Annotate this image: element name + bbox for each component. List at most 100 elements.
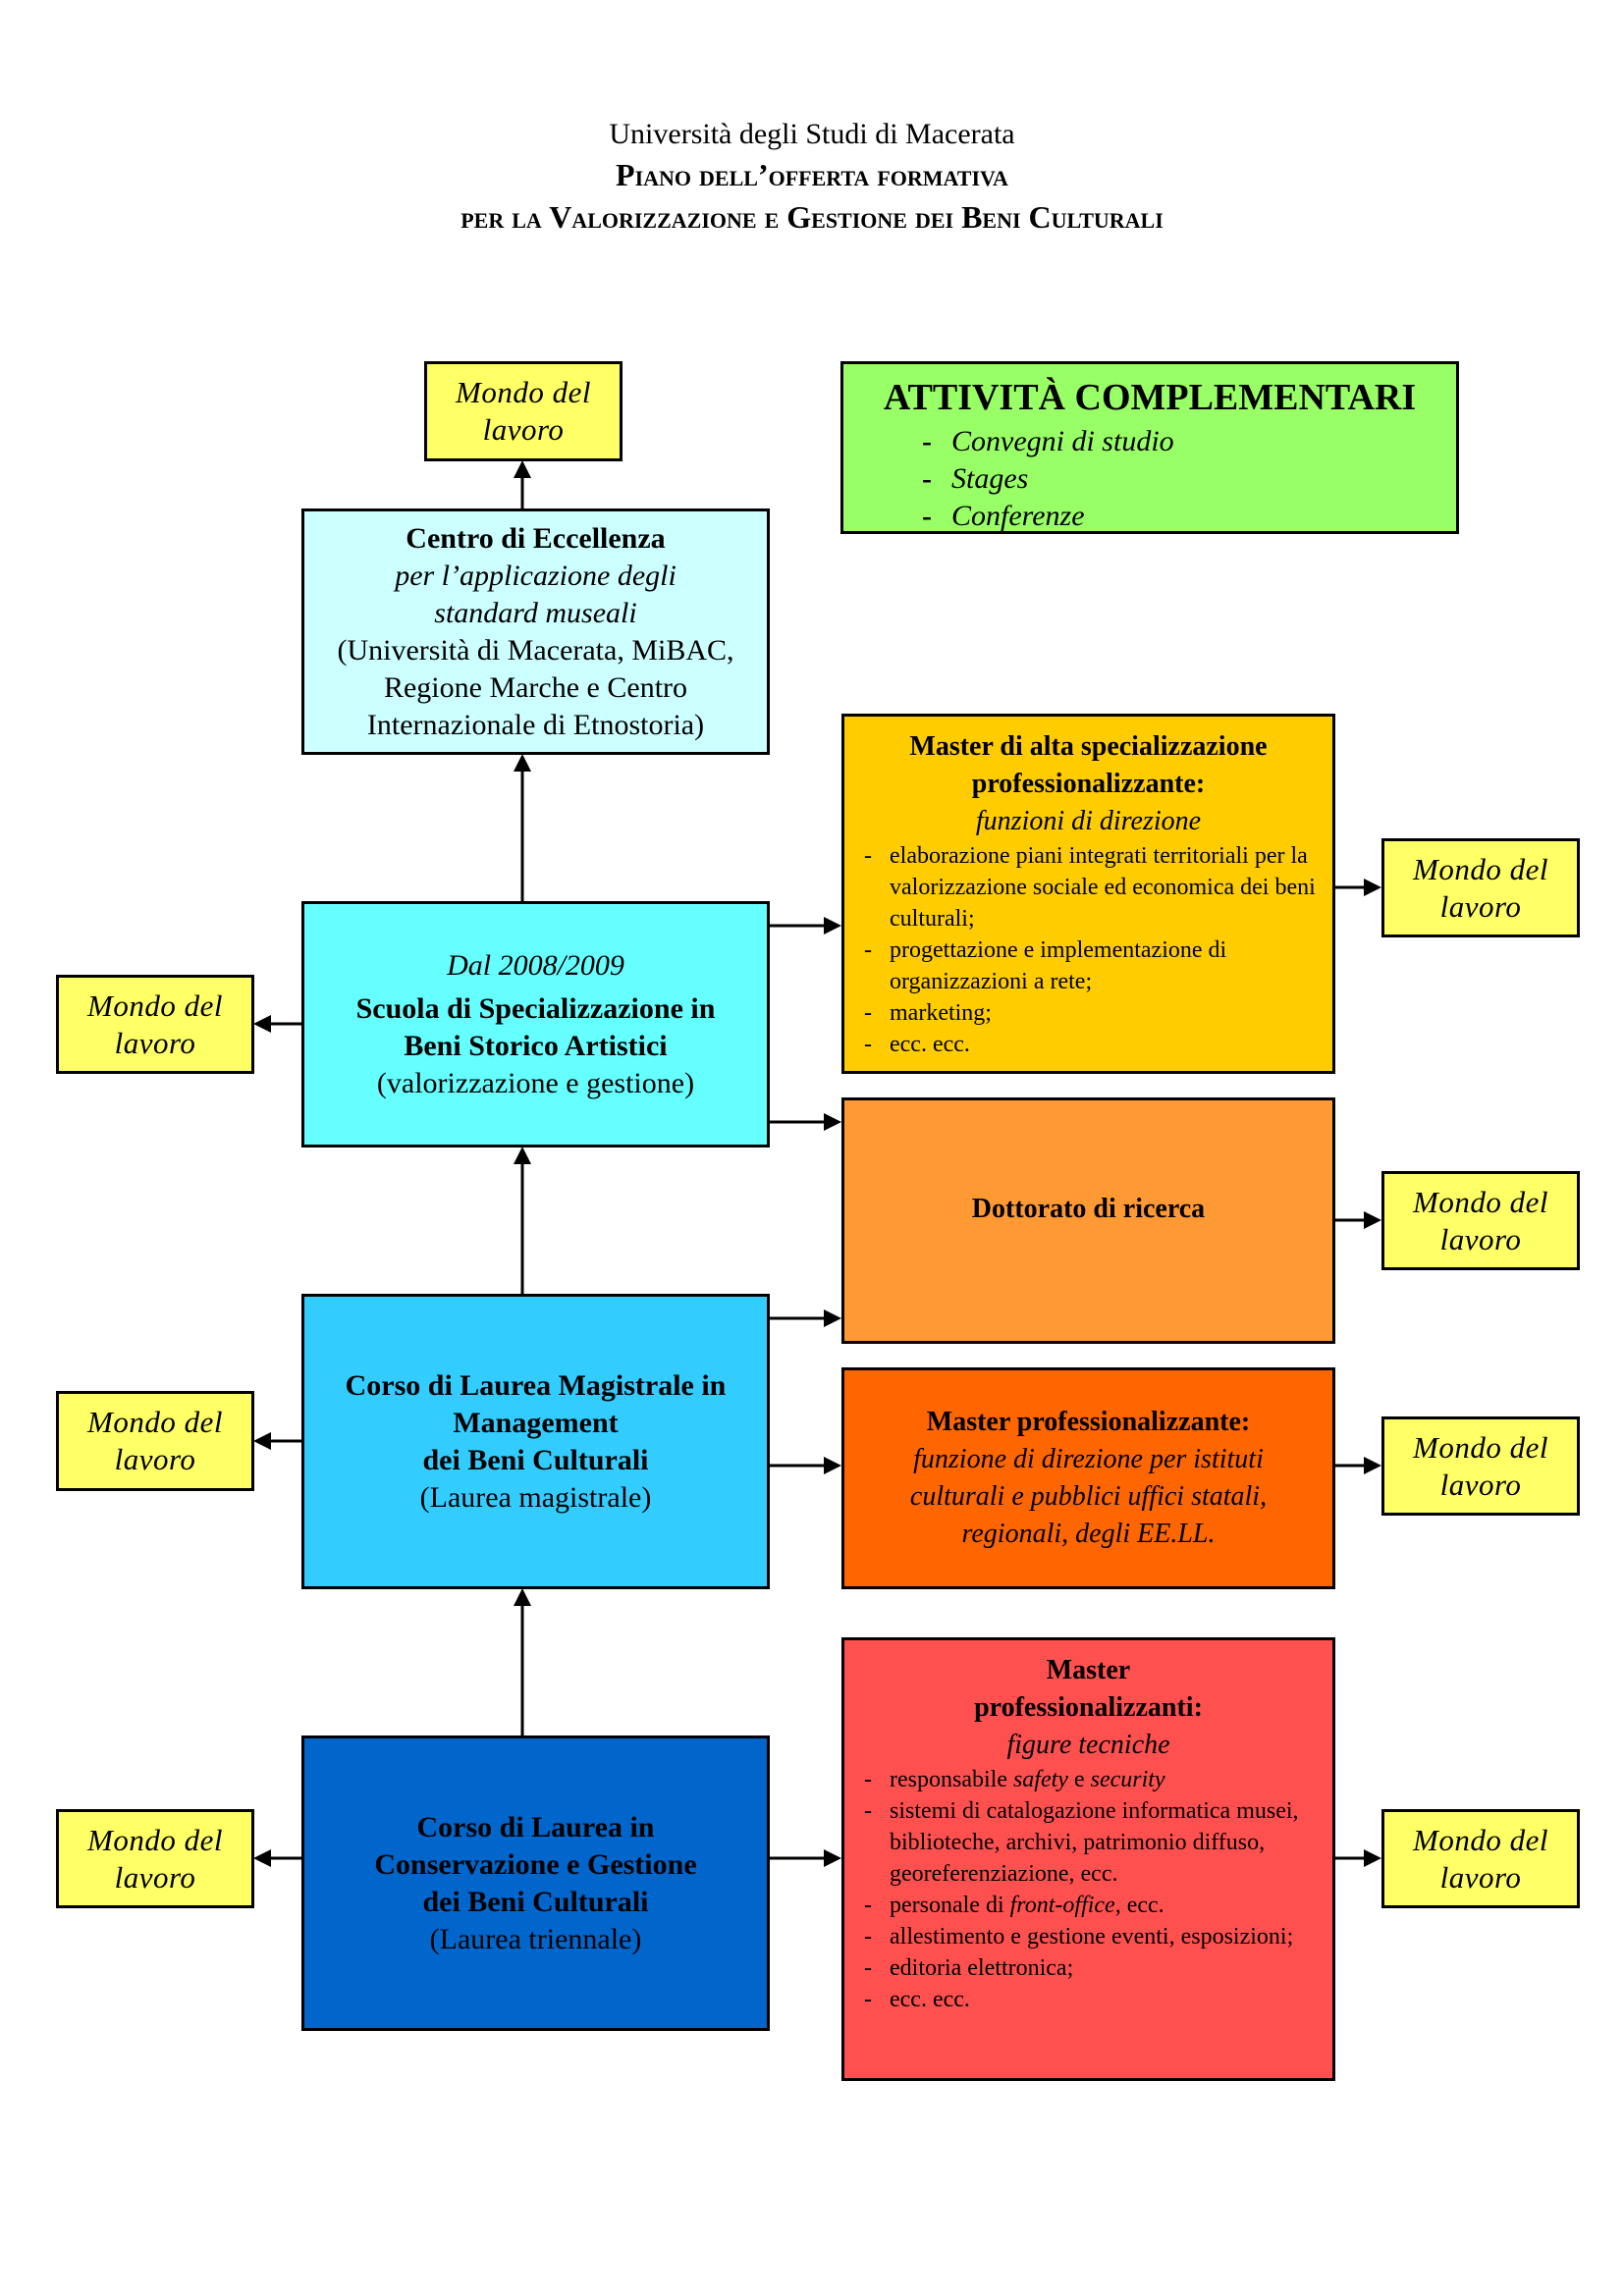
mondo-label-line2: lavoro	[114, 1859, 196, 1895]
mondo-label-line1: Mondo del	[1413, 1822, 1548, 1857]
master-prof-subtitle-3: regionali, degli EE.LL.	[961, 1519, 1216, 1549]
centro-note-2: Regione Marche e Centro	[383, 670, 688, 704]
document-title: Piano dell’offerta formativa	[616, 157, 1008, 192]
list-item-text: editoria elettronica;	[890, 1955, 1074, 1981]
list-item: -allestimento e gestione eventi, esposiz…	[864, 1921, 1325, 1952]
bullet-dash: -	[864, 1032, 872, 1057]
mondo-del-lavoro-dottorato: Mondo del lavoro	[1381, 1171, 1580, 1270]
list-item-text: personale di front-office, ecc.	[890, 1890, 1325, 1921]
attivita-title: ATTIVITÀ COMPLEMENTARI	[883, 377, 1417, 418]
scuola-note: (valorizzazione e gestione)	[376, 1066, 695, 1099]
scuola-title-2: Beni Storico Artistici	[404, 1029, 668, 1062]
text-part-italic: security	[1090, 1767, 1165, 1792]
mondo-label-line2: lavoro	[114, 1442, 196, 1476]
mondo-label-line2: lavoro	[1439, 1467, 1522, 1502]
magistrale-title-1: Corso di Laurea Magistrale in	[345, 1368, 727, 1402]
mondo-del-lavoro-magistrale: Mondo del lavoro	[56, 1391, 254, 1491]
list-item-text: marketing;	[890, 1000, 992, 1026]
centro-eccellenza-box: Centro di Eccellenza per l’applicazione …	[301, 508, 770, 755]
magistrale-note: (Laurea magistrale)	[419, 1480, 652, 1514]
mondo-del-lavoro-scuola: Mondo del lavoro	[56, 975, 254, 1074]
master-alta-list: -elaborazione piani integrati territoria…	[844, 840, 1332, 1060]
attivita-item-text: Stages	[951, 462, 1029, 495]
bullet-dash: -	[922, 462, 932, 495]
mondo-label-line2: lavoro	[114, 1025, 196, 1060]
centro-note-3: Internazionale di Etnostoria)	[366, 708, 705, 741]
master-tecnici-subtitle: figure tecniche	[1006, 1730, 1170, 1760]
dottorato-title: Dottorato di ricerca	[971, 1194, 1206, 1224]
bullet-dash: -	[864, 1987, 872, 2012]
list-item: -progettazione e implementazione di orga…	[864, 934, 1325, 997]
attivita-item: -Conferenze	[902, 498, 1174, 535]
mondo-label-line1: Mondo del	[456, 375, 591, 409]
list-item-text: sistemi di catalogazione informatica mus…	[890, 1798, 1299, 1887]
mondo-del-lavoro-top: Mondo del lavoro	[424, 361, 623, 461]
mondo-label-line1: Mondo del	[87, 1405, 223, 1439]
mondo-label-line1: Mondo del	[1413, 1429, 1548, 1465]
list-item: -editoria elettronica;	[864, 1952, 1325, 1984]
bullet-dash: -	[864, 843, 872, 869]
master-tecnici-title-2: professionalizzanti:	[974, 1692, 1203, 1723]
attivita-item: -Convegni di studio	[902, 423, 1174, 460]
master-tecnici-title-1: Master	[1046, 1655, 1131, 1685]
list-item: -personale di front-office, ecc.	[864, 1890, 1325, 1921]
text-part-italic: front-office	[1009, 1893, 1115, 1918]
scuola-specializzazione-box: Dal 2008/2009 Scuola di Specializzazione…	[301, 901, 770, 1148]
bullet-dash: -	[922, 500, 932, 532]
mondo-label-line1: Mondo del	[87, 988, 223, 1023]
bullet-dash: -	[864, 1893, 872, 1918]
centro-title: Centro di Eccellenza	[406, 521, 666, 555]
list-item-text: ecc. ecc.	[890, 1032, 970, 1057]
text-part-italic: safety	[1012, 1767, 1068, 1792]
master-prof-subtitle-2: culturali e pubblici uffici statali,	[909, 1481, 1268, 1512]
mondo-label-line2: lavoro	[1439, 888, 1522, 924]
list-item: -sistemi di catalogazione informatica mu…	[864, 1795, 1325, 1890]
scuola-title-1: Scuola di Specializzazione in	[355, 991, 716, 1025]
laurea-magistrale-box: Corso di Laurea Magistrale in Management…	[301, 1294, 770, 1589]
master-prof-subtitle-1: funzione di direzione per istituti	[913, 1444, 1264, 1474]
university-name: Università degli Studi di Macerata	[609, 118, 1015, 150]
document-subtitle: per la Valorizzazione e Gestione dei Ben…	[460, 199, 1164, 235]
centro-subtitle-1: per l’applicazione degli	[395, 559, 677, 592]
bullet-dash: -	[864, 1798, 872, 1824]
mondo-label-line2: lavoro	[482, 412, 565, 447]
master-figure-tecniche-box: Master professionalizzanti: figure tecni…	[841, 1637, 1335, 2081]
master-tecnici-list: -responsabile safety e security -sistemi…	[844, 1764, 1332, 2015]
list-item-text: responsabile safety e security	[890, 1764, 1325, 1795]
list-item-text: allestimento e gestione eventi, esposizi…	[890, 1924, 1294, 1949]
mondo-label-line2: lavoro	[1439, 1221, 1522, 1256]
master-prof-title: Master professionalizzante:	[926, 1407, 1251, 1437]
bullet-dash: -	[922, 425, 932, 457]
list-item-text: elaborazione piani integrati territorial…	[890, 843, 1316, 932]
mondo-del-lavoro-master-prof: Mondo del lavoro	[1381, 1416, 1580, 1516]
text-part: e	[1067, 1767, 1091, 1792]
attivita-item-text: Conferenze	[951, 500, 1085, 532]
master-alta-title-2: professionalizzante:	[971, 769, 1206, 799]
master-alta-specializzazione-box: Master di alta specializzazione professi…	[841, 714, 1335, 1074]
centro-note-1: (Università di Macerata, MiBAC,	[337, 633, 734, 667]
bullet-dash: -	[864, 1955, 872, 1981]
mondo-label-line1: Mondo del	[1413, 1184, 1548, 1219]
list-item: -ecc. ecc.	[864, 1029, 1325, 1060]
attivita-item: -Stages	[902, 460, 1174, 498]
list-item: -ecc. ecc.	[864, 1984, 1325, 2015]
list-item: -marketing;	[864, 997, 1325, 1029]
mondo-label-line1: Mondo del	[1413, 851, 1548, 886]
laurea-triennale-box: Corso di Laurea in Conservazione e Gesti…	[301, 1735, 770, 2031]
bullet-dash: -	[864, 1767, 872, 1792]
triennale-title-1: Corso di Laurea in	[416, 1810, 655, 1843]
bullet-dash: -	[864, 1924, 872, 1949]
triennale-note: (Laurea triennale)	[429, 1922, 642, 1955]
mondo-label-line1: Mondo del	[87, 1822, 223, 1857]
list-item: -responsabile safety e security	[864, 1764, 1325, 1795]
master-professionalizzante-box: Master professionalizzante: funzione di …	[841, 1367, 1335, 1589]
triennale-title-3: dei Beni Culturali	[422, 1885, 649, 1918]
text-part: , ecc.	[1114, 1893, 1164, 1918]
list-item: -elaborazione piani integrati territoria…	[864, 840, 1325, 934]
mondo-label-line2: lavoro	[1439, 1859, 1522, 1895]
bullet-dash: -	[864, 937, 872, 963]
triennale-title-2: Conservazione e Gestione	[374, 1847, 697, 1881]
mondo-del-lavoro-master-alta: Mondo del lavoro	[1381, 838, 1580, 937]
scuola-since: Dal 2008/2009	[447, 948, 624, 982]
